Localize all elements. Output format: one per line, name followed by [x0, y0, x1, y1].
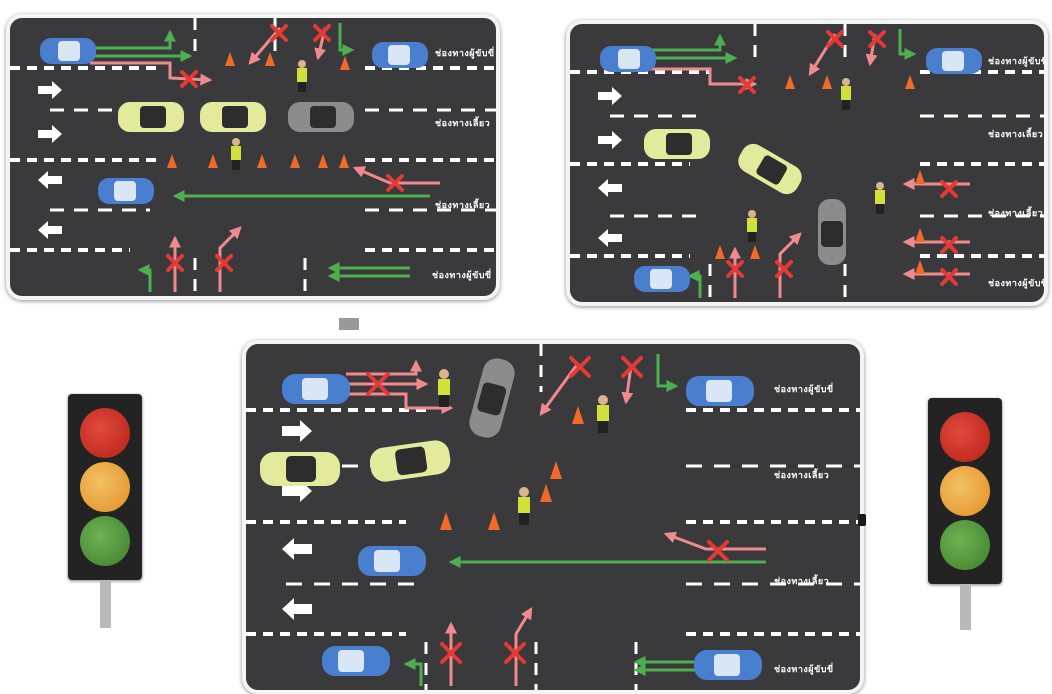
lane-label-straight: ช่องทางผู้ขับขี่ — [432, 268, 492, 282]
green-lamp-icon — [80, 516, 130, 566]
traffic-light-housing — [68, 394, 142, 580]
traffic-light-housing — [928, 398, 1002, 584]
intersection-diagram-b: ช่องทางผู้ขับขี่ ช่องทางเลี้ยว ช่องทางเล… — [566, 20, 1048, 306]
lane-label-turn: ช่องทางเลี้ยว — [988, 206, 1043, 220]
lane-label-straight: ช่องทางผู้ขับขี่ — [988, 276, 1048, 290]
marker-dot — [858, 514, 866, 526]
lane-label-straight: ช่องทางผู้ขับขี่ — [988, 54, 1048, 68]
lane-label-straight: ช่องทางผู้ขับขี่ — [435, 46, 495, 60]
intersection-diagram-a: ช่องทางผู้ขับขี่ ช่องทางเลี้ยว ช่องทางเล… — [6, 14, 500, 300]
green-lamp-icon — [940, 520, 990, 570]
lane-label-straight: ช่องทางผู้ขับขี่ — [774, 382, 834, 396]
lane-label-turn: ช่องทางเลี้ยว — [435, 116, 490, 130]
lane-label-turn: ช่องทางเลี้ยว — [988, 127, 1043, 141]
road-layout-b — [570, 24, 1044, 302]
road-layout-c — [246, 344, 860, 690]
red-lamp-icon — [940, 412, 990, 462]
road-layout-a — [10, 18, 496, 296]
lane-label-straight: ช่องทางผู้ขับขี่ — [774, 662, 834, 676]
red-lamp-icon — [80, 408, 130, 458]
lane-label-turn: ช่องทางเลี้ยว — [774, 468, 829, 482]
lane-label-turn: ช่องทางเลี้ยว — [435, 198, 490, 212]
intersection-diagram-c: ช่องทางผู้ขับขี่ ช่องทางเลี้ยว ช่องทางเล… — [242, 340, 864, 694]
lane-label-turn: ช่องทางเลี้ยว — [774, 574, 829, 588]
traffic-light-pole — [100, 580, 111, 628]
amber-lamp-icon — [80, 462, 130, 512]
traffic-light-pole — [960, 584, 971, 630]
connector-mark — [339, 318, 359, 330]
amber-lamp-icon — [940, 466, 990, 516]
